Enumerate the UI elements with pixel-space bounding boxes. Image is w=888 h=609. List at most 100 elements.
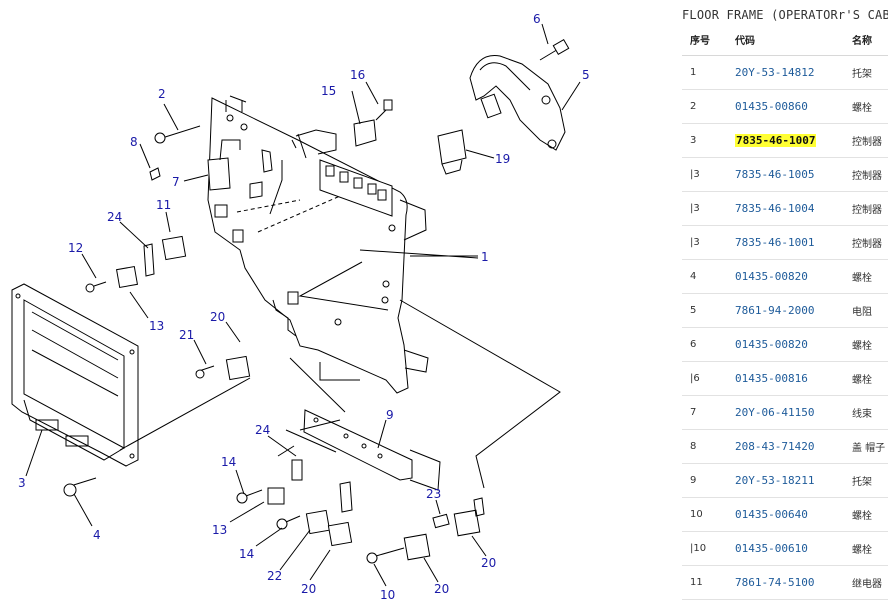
part-number-cell: |3 xyxy=(682,157,727,192)
column-header-name: 名称 xyxy=(844,24,888,56)
part-code-link[interactable]: 7861-74-5100 xyxy=(727,565,844,600)
part-code-link[interactable]: 7835-46-1005 xyxy=(727,157,844,192)
part-name-cell: 螺栓 xyxy=(844,89,888,124)
part-code-text[interactable]: 01435-00640 xyxy=(735,508,808,521)
part-name-cell: 托架 xyxy=(844,463,888,498)
callout-22: 22 xyxy=(267,569,282,583)
callout-20-a: 20 xyxy=(210,310,225,324)
assembly-lines xyxy=(119,249,561,489)
callout-14-lower: 14 xyxy=(239,547,254,561)
part-name-cell: 托架 xyxy=(844,55,888,90)
part-name-cell: 继电器 xyxy=(844,565,888,600)
part-name-cell: 控制器 xyxy=(844,191,888,226)
part-code-link[interactable]: 20Y-06-41150 xyxy=(727,395,844,430)
part-number-cell: |3 xyxy=(682,191,727,226)
parts-list-title: FLOOR FRAME (OPERATORr'S CAB xyxy=(682,8,888,22)
part-code-link[interactable]: 01435-00610 xyxy=(727,531,844,566)
table-row[interactable]: |3 7835-46-1004 控制器 xyxy=(682,191,888,226)
part-code-text[interactable]: 7835-46-1001 xyxy=(735,236,815,249)
part-code-text[interactable]: 7861-74-5100 xyxy=(735,576,815,589)
callout-6: 6 xyxy=(533,12,541,26)
part-code-link[interactable]: 01435-00816 xyxy=(727,361,844,396)
part-code-link[interactable]: 01435-00640 xyxy=(727,497,844,532)
table-row[interactable]: 4 01435-00820 螺栓 xyxy=(682,259,888,294)
callout-labels: 1 2 3 4 5 6 7 8 9 10 11 12 13 13 14 14 1… xyxy=(18,12,590,602)
part-code-text[interactable]: 7835-46-1007 xyxy=(735,134,817,147)
part-name-cell: 螺栓 xyxy=(844,361,888,396)
callout-1: 1 xyxy=(481,250,489,264)
part-number-cell: |10 xyxy=(682,531,727,566)
part-number-cell: 5 xyxy=(682,293,727,328)
callout-24-lower: 24 xyxy=(255,423,270,437)
callout-20-c: 20 xyxy=(434,582,449,596)
main-bracket-plate xyxy=(207,95,429,394)
part-code-text[interactable]: 01435-00820 xyxy=(735,338,808,351)
part-code-link[interactable]: 208-43-71420 xyxy=(727,429,844,464)
table-row[interactable]: 8 208-43-71420 盖 帽子 xyxy=(682,429,888,464)
part-number-cell: 4 xyxy=(682,259,727,294)
callout-3: 3 xyxy=(18,476,26,490)
part-code-link[interactable]: 01435-00860 xyxy=(727,89,844,124)
table-row[interactable]: 7 20Y-06-41150 线束 xyxy=(682,395,888,430)
callout-5: 5 xyxy=(582,68,590,82)
part-number-cell: |3 xyxy=(682,225,727,260)
table-header-row: 序号 代码 名称 xyxy=(682,24,888,56)
part-code-text[interactable]: 7835-46-1005 xyxy=(735,168,815,181)
part-code-link[interactable]: 01435-00820 xyxy=(727,327,844,362)
part-code-link[interactable]: 20Y-53-14812 xyxy=(727,55,844,90)
part-number-cell: 9 xyxy=(682,463,727,498)
part-code-text[interactable]: 20Y-06-41150 xyxy=(735,406,815,419)
table-row[interactable]: 9 20Y-53-18211 托架 xyxy=(682,463,888,498)
callout-15: 15 xyxy=(321,84,336,98)
controller-unit xyxy=(11,283,139,467)
connector-rail xyxy=(295,129,393,217)
callout-11: 11 xyxy=(156,198,171,212)
small-parts xyxy=(63,125,485,564)
part-code-link[interactable]: 7835-46-1007 xyxy=(727,123,844,158)
part-code-link[interactable]: 7835-46-1004 xyxy=(727,191,844,226)
part-code-link[interactable]: 20Y-53-18211 xyxy=(727,463,844,498)
part-name-cell: 盖 帽子 xyxy=(844,429,888,464)
callout-2: 2 xyxy=(158,87,166,101)
part-code-text[interactable]: 20Y-53-14812 xyxy=(735,66,815,79)
part-code-link[interactable]: 7861-94-2000 xyxy=(727,293,844,328)
part-number-cell: 10 xyxy=(682,497,727,532)
part-code-text[interactable]: 01435-00860 xyxy=(735,100,808,113)
callout-24-upper: 24 xyxy=(107,210,122,224)
part-name-cell: 控制器 xyxy=(844,225,888,260)
callout-21: 21 xyxy=(179,328,194,342)
table-row[interactable]: |3 7835-46-1005 控制器 xyxy=(682,157,888,192)
part-number-cell: 3 xyxy=(682,123,727,158)
table-row[interactable]: 11 7861-74-5100 继电器 xyxy=(682,565,888,600)
wire-harness xyxy=(207,133,307,215)
part-number-cell: 7 xyxy=(682,395,727,430)
part-name-cell: 控制器 xyxy=(844,157,888,192)
part-code-text[interactable]: 7861-94-2000 xyxy=(735,304,815,317)
callout-12: 12 xyxy=(68,241,83,255)
relay-socket-15 xyxy=(353,99,393,147)
part-code-link[interactable]: 7835-46-1001 xyxy=(727,225,844,260)
part-code-text[interactable]: 208-43-71420 xyxy=(735,440,815,453)
part-code-text[interactable]: 01435-00820 xyxy=(735,270,808,283)
part-name-cell: 螺栓 xyxy=(844,259,888,294)
part-code-text[interactable]: 01435-00816 xyxy=(735,372,808,385)
part-code-text[interactable]: 20Y-53-18211 xyxy=(735,474,815,487)
part-name-cell: 线束 xyxy=(844,395,888,430)
part-number-cell: 8 xyxy=(682,429,727,464)
part-name-cell: 控制器 xyxy=(844,123,888,158)
part-number-cell: 11 xyxy=(682,565,727,600)
part-code-text[interactable]: 7835-46-1004 xyxy=(735,202,815,215)
callout-16: 16 xyxy=(350,68,365,82)
table-row[interactable]: |3 7835-46-1001 控制器 xyxy=(682,225,888,260)
part-code-link[interactable]: 01435-00820 xyxy=(727,259,844,294)
part-code-text[interactable]: 01435-00610 xyxy=(735,542,808,555)
table-row[interactable]: 3 7835-46-1007 控制器 xyxy=(682,123,888,158)
